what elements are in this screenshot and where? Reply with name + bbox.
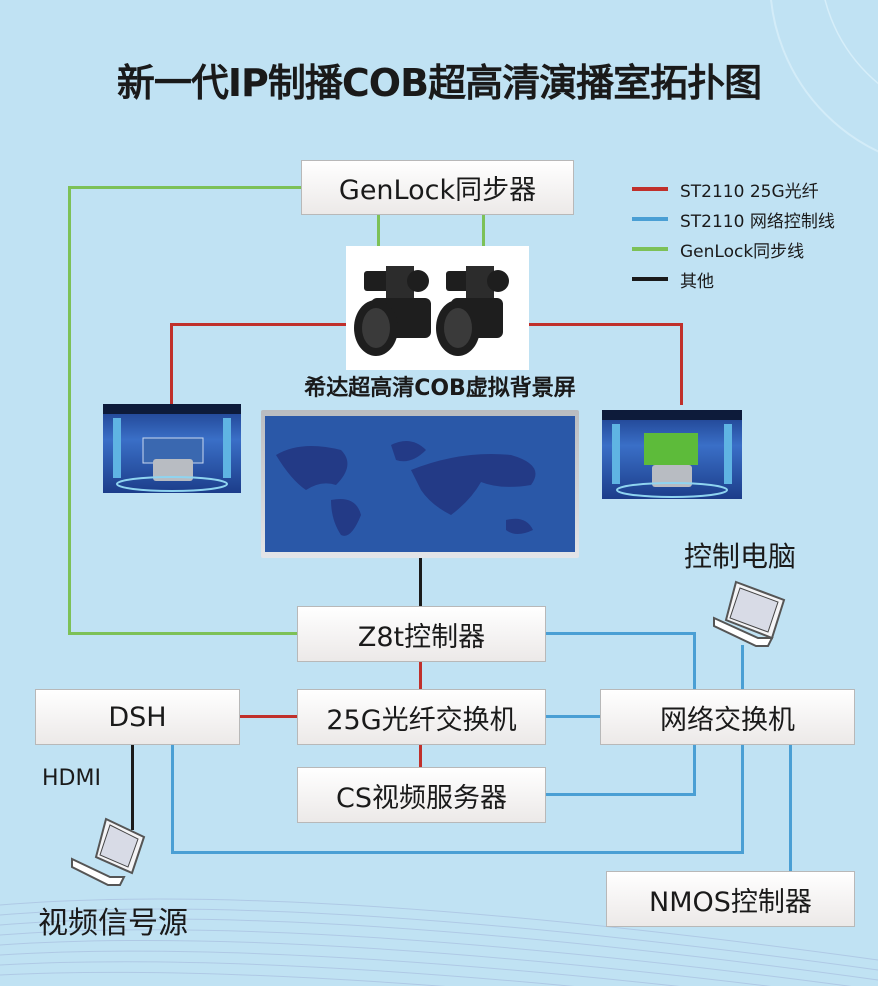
nmos-controller-box: NMOS控制器 <box>606 871 855 927</box>
legend-item-other: 其他 <box>632 264 835 294</box>
green-screen-studio-icon <box>602 410 742 498</box>
legend-swatch-blue <box>632 217 668 221</box>
z8t-controller-box: Z8t控制器 <box>297 606 546 662</box>
network-line <box>545 715 601 718</box>
legend-label: 其他 <box>680 271 714 292</box>
legend-item-network: ST2110 网络控制线 <box>632 204 835 234</box>
legend-item-fiber: ST2110 25G光纤 <box>632 174 835 204</box>
legend: ST2110 25G光纤 ST2110 网络控制线 GenLock同步线 其他 <box>632 174 835 294</box>
network-switch-box: 网络交换机 <box>600 689 855 745</box>
laptop-icon <box>713 580 786 647</box>
studio-left-image <box>103 404 241 493</box>
network-line <box>171 744 174 854</box>
genlock-line <box>482 214 485 248</box>
camera-icon <box>354 266 509 356</box>
network-line <box>741 744 744 854</box>
network-line <box>545 793 696 796</box>
fiber-line <box>170 323 173 405</box>
cob-screen-image <box>261 410 579 558</box>
network-line <box>693 744 696 796</box>
fiber-line <box>680 323 683 405</box>
cob-screen-label: 希达超高清COB虚拟背景屏 <box>304 376 576 401</box>
genlock-line <box>68 186 302 189</box>
fiber-switch-box: 25G光纤交换机 <box>297 689 546 745</box>
fiber-line <box>419 661 422 689</box>
genlock-sync-box: GenLock同步器 <box>301 160 574 215</box>
legend-label: ST2110 网络控制线 <box>680 211 835 232</box>
fiber-line <box>419 744 422 768</box>
network-line <box>171 851 744 854</box>
legend-label: ST2110 25G光纤 <box>680 181 819 202</box>
laptop-icon <box>71 817 146 886</box>
legend-swatch-green <box>632 247 668 251</box>
fiber-line <box>240 715 298 718</box>
page-title: 新一代IP制播COB超高清演播室拓扑图 <box>116 61 762 105</box>
network-line <box>789 744 792 872</box>
hdmi-line <box>131 744 134 830</box>
fiber-line <box>170 323 346 326</box>
fiber-line <box>503 323 683 326</box>
genlock-line <box>377 214 380 248</box>
world-map-icon <box>265 416 575 552</box>
other-line <box>419 556 422 606</box>
control-pc-label: 控制电脑 <box>684 540 797 573</box>
legend-swatch-black <box>632 277 668 281</box>
legend-item-genlock: GenLock同步线 <box>632 234 835 264</box>
network-line <box>741 645 744 690</box>
genlock-line <box>68 186 71 634</box>
studio-right-image <box>602 410 742 499</box>
video-source-label: 视频信号源 <box>38 906 188 941</box>
legend-label: GenLock同步线 <box>680 241 805 262</box>
network-line <box>693 632 696 690</box>
genlock-line <box>68 632 298 635</box>
video-server-box: CS视频服务器 <box>297 767 546 823</box>
legend-swatch-red <box>632 187 668 191</box>
network-line <box>545 632 696 635</box>
cameras-image <box>346 246 529 370</box>
hdmi-label: HDMI <box>42 766 101 791</box>
dsh-box: DSH <box>35 689 240 745</box>
studio-set-icon <box>103 404 241 492</box>
